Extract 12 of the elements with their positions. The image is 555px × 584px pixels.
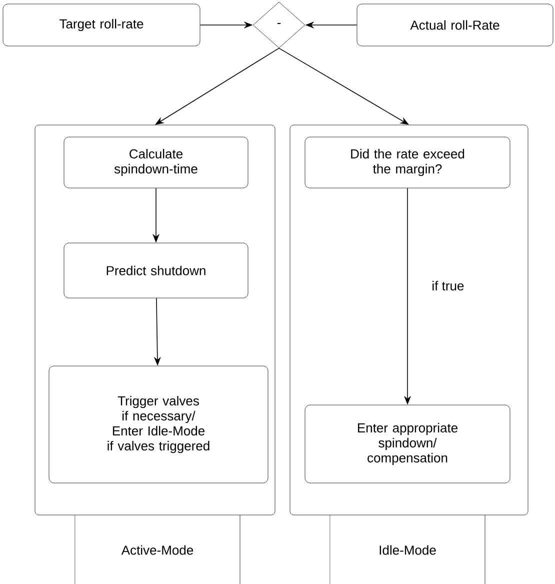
process-box: Target roll-rate — [2, 4, 200, 46]
edge-label: if true — [430, 278, 466, 292]
lane-panel — [290, 124, 528, 516]
process-box: Calculate spindown-time — [64, 136, 248, 188]
process-box: Trigger valves if necessary/ Enter Idle-Mode if valves triggered — [48, 366, 268, 484]
process-box: Did the rate exceed the margin? — [304, 136, 510, 188]
process-box: Actual roll-Rate — [356, 4, 554, 46]
lane-label: Idle-Mode — [380, 545, 436, 555]
lane-label: Active-Mode — [121, 545, 194, 555]
lane-panel — [34, 124, 276, 516]
process-box: Predict shutdown — [64, 242, 248, 298]
process-box: Enter appropriate spindown/ compensation — [304, 404, 510, 484]
